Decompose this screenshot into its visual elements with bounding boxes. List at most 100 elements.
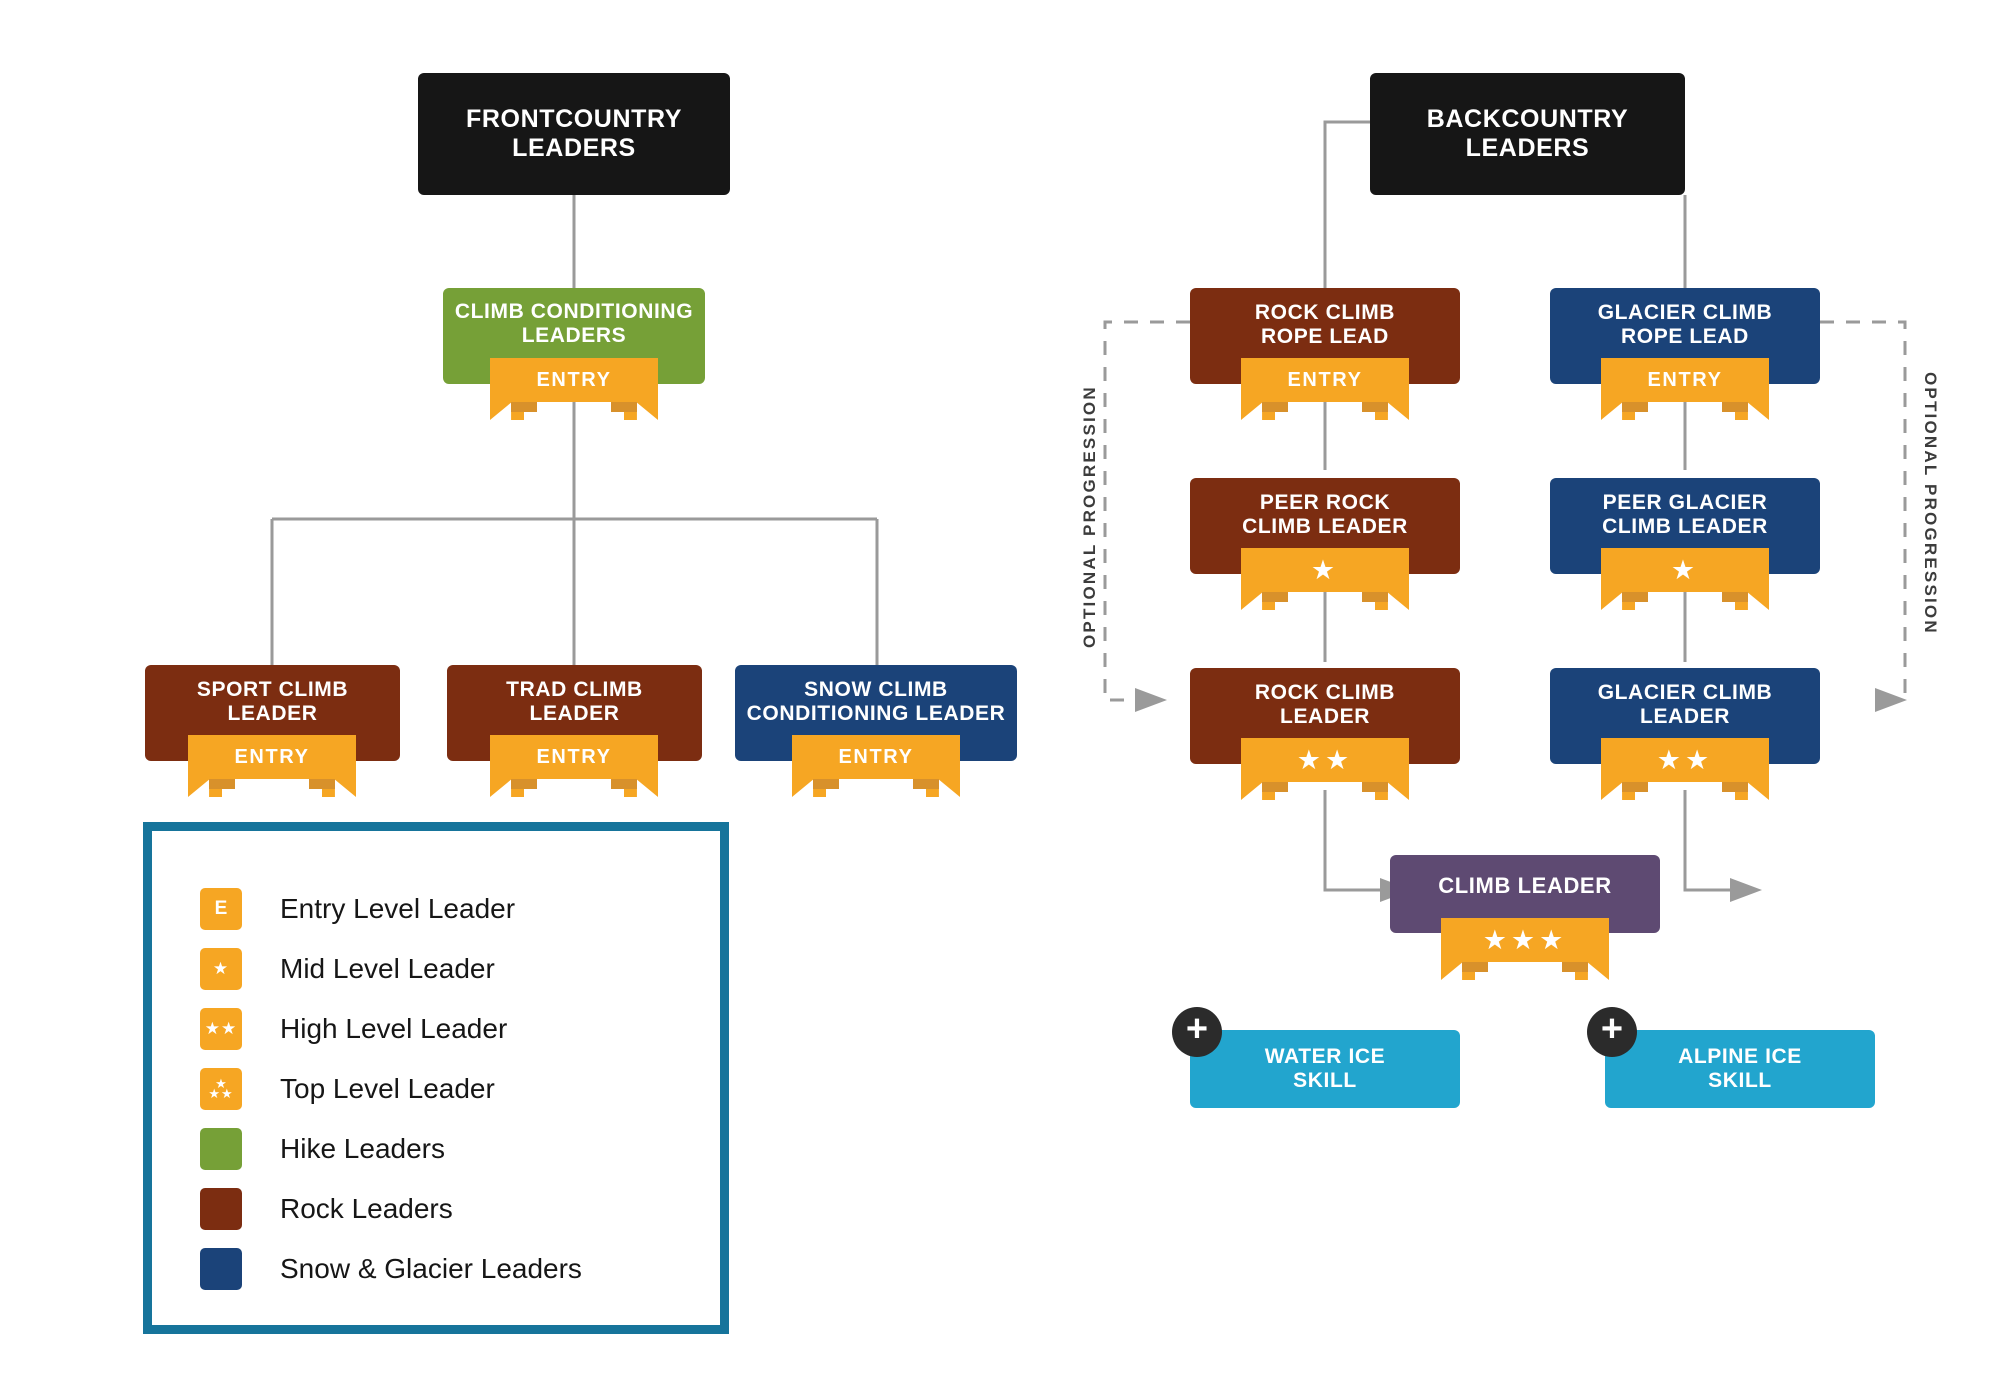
ribbon-stars: ★★★ <box>1482 925 1568 955</box>
plus-icon-alpine-ice: + <box>1587 1007 1637 1057</box>
ribbon-fold-right <box>611 779 637 789</box>
ribbon-glacier-climb-leader: ★★ <box>1601 738 1769 800</box>
mid-glyph: ★ <box>212 959 230 978</box>
entry-level-swatch-icon: E <box>200 888 242 930</box>
ribbon-peer-glacier-climb-leader: ★ <box>1601 548 1769 610</box>
legend-label: Hike Leaders <box>280 1133 445 1164</box>
ribbon-fold-left <box>1262 782 1288 792</box>
legend-label: High Level Leader <box>280 1013 508 1044</box>
ribbon-fold-right <box>611 402 637 412</box>
ribbon-fold-right <box>1722 592 1748 602</box>
ribbon-stars: ★ <box>1310 555 1340 585</box>
legend-label: Rock Leaders <box>280 1193 453 1224</box>
legend-item-high: ★★ High Level Leader <box>200 1008 507 1050</box>
hike-leaders-swatch-icon <box>200 1128 242 1170</box>
ribbon-fold-right <box>1362 402 1388 412</box>
legend-panel: E Entry Level Leader ★ Mid Level Leader … <box>143 822 729 1334</box>
ribbon-stars: ★ <box>1670 555 1700 585</box>
high-level-swatch-icon: ★★ <box>200 1008 242 1050</box>
ribbon-fold-right <box>1562 962 1588 972</box>
ribbon-label: ENTRY <box>536 746 612 768</box>
rock-leaders-swatch-icon <box>200 1188 242 1230</box>
arrowhead-glacier-optional <box>1875 688 1907 712</box>
ribbon-fold-right <box>913 779 939 789</box>
ribbon-fold-left <box>1462 962 1488 972</box>
ribbon-band <box>1263 358 1387 402</box>
ribbon-fold-left <box>1262 402 1288 412</box>
ribbon-peer-rock-climb-leader: ★ <box>1241 548 1409 610</box>
legend-label: Snow & Glacier Leaders <box>280 1253 582 1284</box>
ribbon-label: ENTRY <box>536 369 612 391</box>
optional-progression-label-rock: OPTIONAL PROGRESSION <box>1080 385 1099 648</box>
legend-item-top: ★★★ Top Level Leader <box>200 1068 495 1110</box>
legend-item-entry: E Entry Level Leader <box>200 888 515 930</box>
ribbon-stars: ★★ <box>1656 745 1714 775</box>
legend-item-hike: Hike Leaders <box>200 1128 445 1170</box>
arrowhead-rock-optional <box>1135 688 1167 712</box>
legend-item-mid: ★ Mid Level Leader <box>200 948 495 990</box>
ribbon-stars: ★★ <box>1296 745 1354 775</box>
arrowhead-glacier-out <box>1730 878 1762 902</box>
plus-glyph: + <box>1600 1008 1624 1050</box>
ribbon-fold-left <box>1622 402 1648 412</box>
ribbon-fold-right <box>1362 782 1388 792</box>
ribbon-label: ENTRY <box>1647 369 1723 391</box>
ribbon-band <box>1263 548 1387 592</box>
climb-leader-label: CLIMB LEADER <box>1438 873 1612 899</box>
ribbon-band <box>814 735 938 779</box>
legend-item-snow: Snow & Glacier Leaders <box>200 1248 582 1290</box>
ribbon-fold-right <box>309 779 335 789</box>
legend-label: Entry Level Leader <box>280 893 516 924</box>
ribbon-snow-climb-conditioning: ENTRY <box>792 735 960 797</box>
ribbon-band <box>1463 918 1587 962</box>
ribbon-fold-right <box>1362 592 1388 602</box>
ribbon-fold-left <box>209 779 235 789</box>
ribbon-band <box>512 358 636 402</box>
ribbon-climb-leader: ★★★ <box>1441 918 1609 980</box>
legend-label: Mid Level Leader <box>280 953 495 984</box>
ribbon-fold-left <box>1262 592 1288 602</box>
ribbon-sport-climb-leader: ENTRY <box>188 735 356 797</box>
ribbon-glacier-climb-rope-lead: ENTRY <box>1601 358 1769 420</box>
ribbon-band <box>512 735 636 779</box>
plus-glyph: + <box>1185 1008 1209 1050</box>
climb-leader-box[interactable]: CLIMB LEADER <box>1390 855 1660 933</box>
ribbon-band <box>1623 358 1747 402</box>
ribbon-band <box>1263 738 1387 782</box>
ribbon-rock-climb-leader: ★★ <box>1241 738 1409 800</box>
mid-level-swatch-icon: ★ <box>200 948 242 990</box>
snow-glacier-leaders-swatch-icon <box>200 1248 242 1290</box>
legend-label: Top Level Leader <box>280 1073 495 1104</box>
ribbon-fold-left <box>813 779 839 789</box>
ribbon-fold-right <box>1722 782 1748 792</box>
ribbon-trad-climb-leader: ENTRY <box>490 735 658 797</box>
optional-progression-label-glacier: OPTIONAL PROGRESSION <box>1921 372 1940 635</box>
ribbon-band <box>1623 738 1747 782</box>
ribbon-fold-right <box>1722 402 1748 412</box>
ribbon-rock-climb-rope-lead: ENTRY <box>1241 358 1409 420</box>
plus-icon-water-ice: + <box>1172 1007 1222 1057</box>
ribbon-band <box>210 735 334 779</box>
ribbon-fold-left <box>1622 782 1648 792</box>
entry-glyph: E <box>214 898 228 919</box>
ribbon-band <box>1623 548 1747 592</box>
top-level-swatch-icon: ★★★ <box>200 1068 242 1110</box>
